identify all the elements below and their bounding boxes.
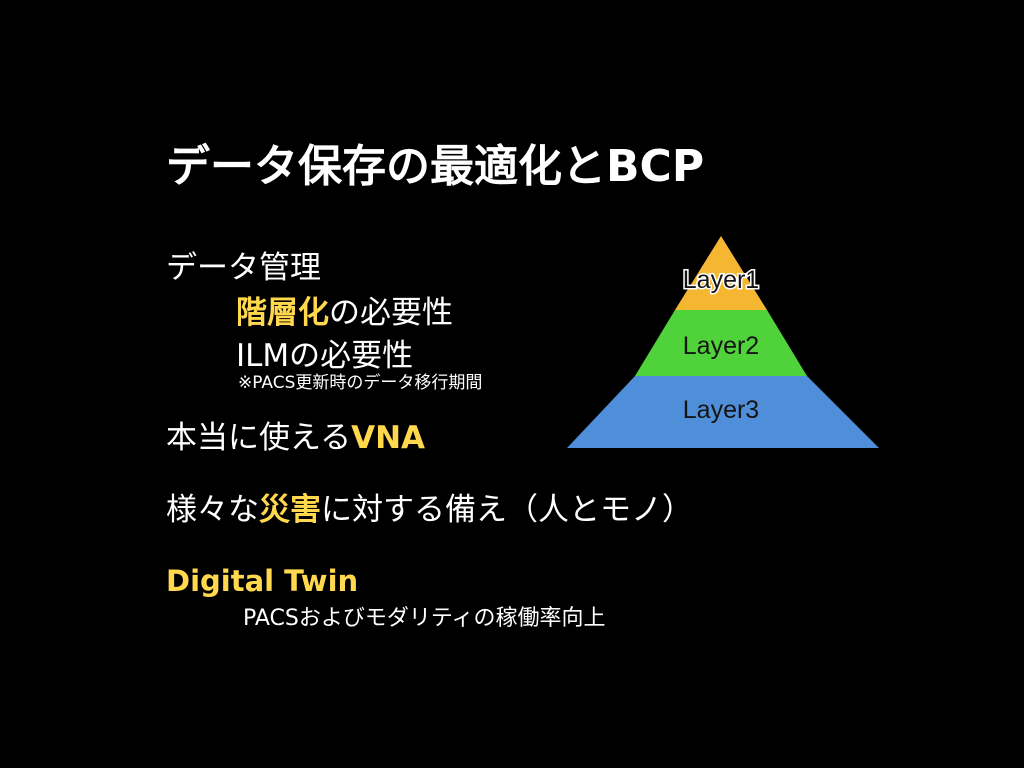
- vna-prefix: 本当に使える: [166, 420, 352, 456]
- disaster-line: 様々な災害に対する備え（人とモノ）: [166, 484, 693, 529]
- pyramid-layer1-shape: [675, 236, 767, 310]
- digital-twin-heading: Digital Twin: [166, 564, 359, 598]
- slide-title: データ保存の最適化とBCP: [166, 141, 705, 192]
- disaster-highlight: 災害: [259, 492, 321, 528]
- pyramid-layer3-shape: [567, 376, 879, 448]
- layering-rest: の必要性: [329, 295, 453, 331]
- pyramid-diagram: Layer1 Layer2 Layer3: [567, 236, 879, 448]
- digital-twin-sub: PACSおよびモダリティの稼働率向上: [243, 606, 606, 631]
- pacs-migration-note: ※PACS更新時のデータ移行期間: [238, 373, 483, 393]
- disaster-suffix: に対する備え（人とモノ）: [321, 492, 693, 528]
- layering-highlight: 階層化: [236, 295, 329, 331]
- vna-highlight: VNA: [351, 420, 426, 456]
- pyramid-layer2-label: Layer2: [683, 332, 759, 360]
- ilm-need-item: ILMの必要性: [236, 338, 414, 374]
- layering-need-item: 階層化の必要性: [236, 287, 453, 332]
- vna-line: 本当に使えるVNA: [166, 412, 425, 457]
- disaster-prefix: 様々な: [166, 492, 259, 528]
- pyramid-layer1-label: Layer1: [683, 266, 759, 294]
- pyramid-layer3-label: Layer3: [683, 396, 759, 424]
- pyramid-layer2-shape: [635, 310, 807, 376]
- data-management-heading: データ管理: [166, 250, 321, 286]
